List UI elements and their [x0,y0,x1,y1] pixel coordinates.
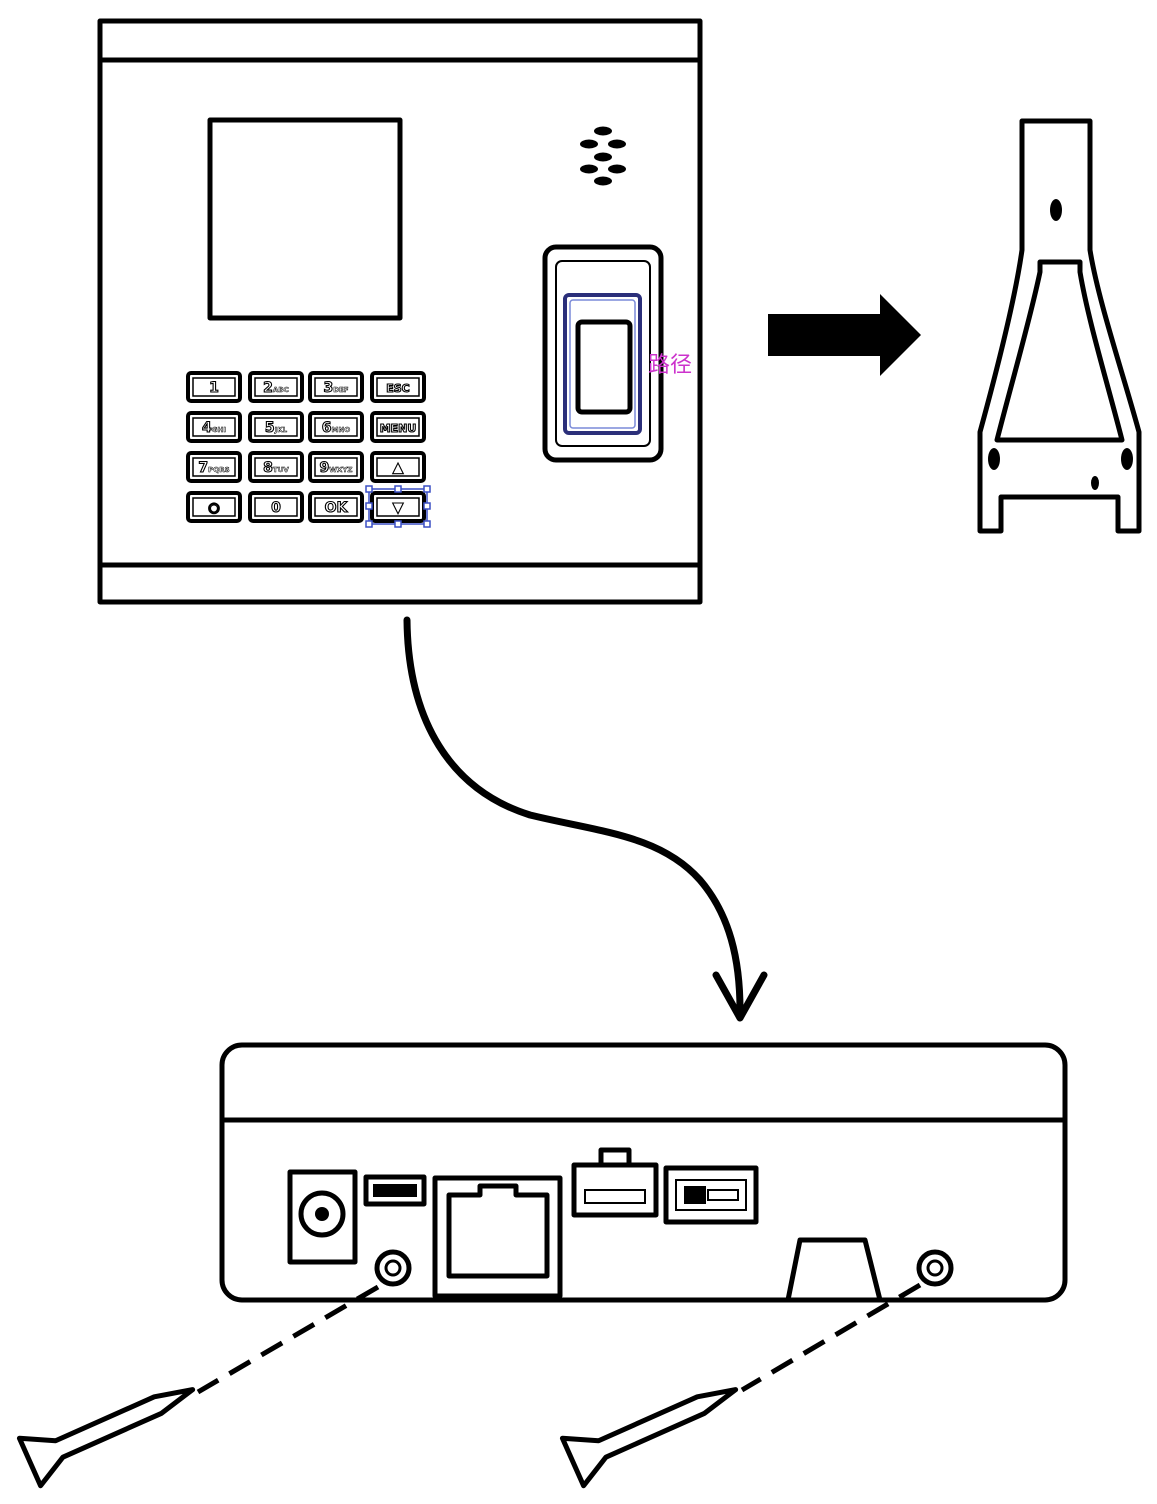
key-1: 1 [186,371,242,403]
key-8: 8TUV [248,451,304,483]
usb-port-icon [363,1174,427,1207]
key-label: 9WXYZ [319,460,352,476]
screw-hole-left [374,1249,412,1287]
curved-arrow-icon [403,616,768,1022]
key-4: 4GHI [186,411,242,443]
key-label: 3DEF [323,380,348,396]
key-ok: OK [308,491,364,523]
key-3: 3DEF [308,371,364,403]
bracket-hole-left [988,448,1000,470]
key-label: 4GHI [202,420,226,436]
key-label: ESC [386,382,410,395]
key-6: 6MNO [308,411,364,443]
selection-handles [365,485,431,528]
key-label: 8TUV [263,460,289,476]
screw-hole-right [916,1249,954,1287]
key-up: ▲ [370,451,426,483]
key-star: ◉ [186,491,242,523]
sensor-window [575,319,633,415]
bracket-hole-top [1050,199,1062,221]
fingerprint-sensor-icon [542,244,664,463]
key-label: MENU [380,422,417,435]
key-9: 9WXYZ [308,451,364,483]
key-label: 2ABC [263,380,289,396]
screw-icon [16,1387,196,1489]
key-0: 0 [248,491,304,523]
arrow-right-icon [768,294,921,376]
screw-guide-line-left [196,1284,380,1395]
mounting-bracket-icon [977,118,1142,534]
key-label: ▲ [393,460,404,476]
usb-a-port-icon [571,1147,659,1218]
bracket-hole-right [1121,448,1133,470]
bracket-hole-small [1091,476,1099,490]
device-front-body [97,18,703,605]
key-label: 5JKL [265,420,288,436]
key-5: 5JKL [248,411,304,443]
key-label: 1 [209,380,219,396]
speaker-grille-icon [580,126,626,186]
dc-jack-icon [287,1169,358,1265]
key-label: 7PQRS [198,460,229,476]
device-screen [207,117,403,321]
key-label: ▼ [393,500,404,516]
key-label: ◉ [208,500,220,516]
bottom-foot-notch [785,1237,883,1301]
switch-icon [663,1165,759,1225]
screw-icon [559,1387,739,1489]
device-bottom-body [219,1042,1068,1303]
key-menu: MENU [370,411,426,443]
key-2: 2ABC [248,371,304,403]
sensor-highlight [569,299,636,429]
sensor-frame [563,293,642,435]
keypad: 1 2ABC 3DEF ESC 4GHI 5JKL 6MNO MENU 7PQRS 8TUV 9WX… [186,371,426,523]
key-7: 7PQRS [186,451,242,483]
key-down: ▼ [370,491,426,523]
path-annotation-label: 路径 [648,353,692,378]
ethernet-port-icon [432,1175,563,1299]
device-bottom-view [219,1042,1068,1303]
key-label: OK [325,500,349,516]
device-front-view: 路径 1 2ABC 3DEF ESC 4GHI 5JKL 6MNO MENU 7PQRS 8TUV… [97,18,703,605]
key-label: 6MNO [322,420,351,436]
key-esc: ESC [370,371,426,403]
key-label: 0 [271,500,281,516]
